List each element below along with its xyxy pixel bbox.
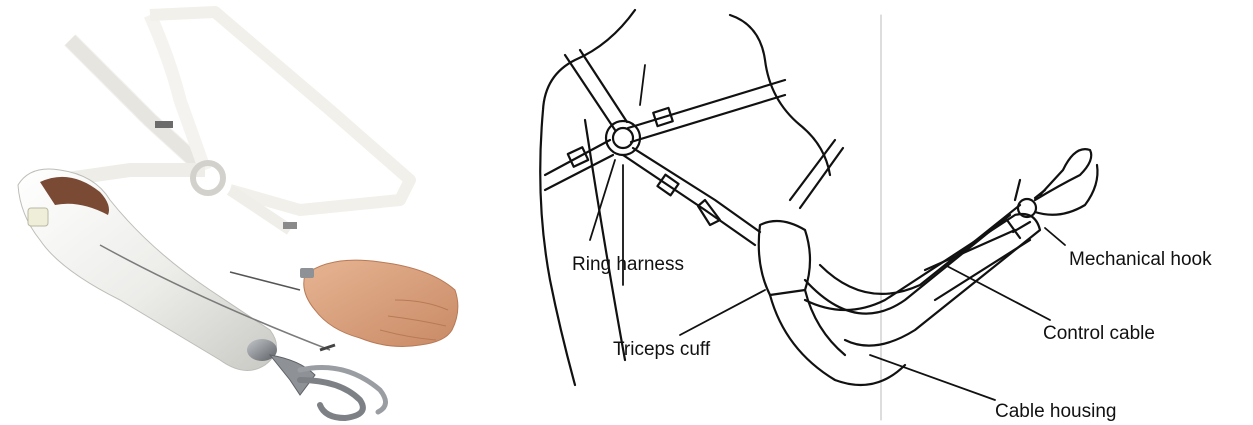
harness-diagram-drawing: Ring harness Triceps cuff Mechanical hoo… [515,0,1253,425]
harness-buckle [155,121,173,128]
leader-triceps-cuff [680,290,765,335]
leader-ring-harness [590,65,645,285]
harness-ring-inner [613,128,633,148]
triceps-cuff [759,221,810,295]
prosthesis-photo-drawing [0,0,500,425]
mechanical-hook-drawing [1007,149,1098,238]
back-line [585,120,625,360]
label-cable-housing: Cable housing [995,401,1116,422]
harness-strap-front [628,80,785,142]
cable-rod [230,272,300,290]
label-ring-harness: Ring harness [572,254,684,275]
harness-strap-upper [565,50,627,130]
harness-diagram: Ring harness Triceps cuff Mechanical hoo… [515,0,1253,425]
shoulder-outline [730,15,830,175]
harness-straps [60,12,410,230]
torso-outline [540,10,635,385]
cable-strap [790,140,843,208]
label-control-cable: Control cable [1043,323,1155,344]
harness-ring [606,121,640,155]
label-mechanical-hook: Mechanical hook [1069,249,1212,270]
leader-mechanical-hook [1045,228,1065,245]
prosthetic-hand [300,260,458,346]
control-cable-line [820,205,1020,294]
upper-arm [770,295,905,385]
harness-buckle [283,222,297,229]
label-triceps-cuff: Triceps cuff [613,339,711,360]
cable-housing-line [805,215,1010,314]
prosthesis-photo [0,0,500,425]
harness-strap-control [623,148,760,245]
mechanical-hook-photo [247,339,386,418]
